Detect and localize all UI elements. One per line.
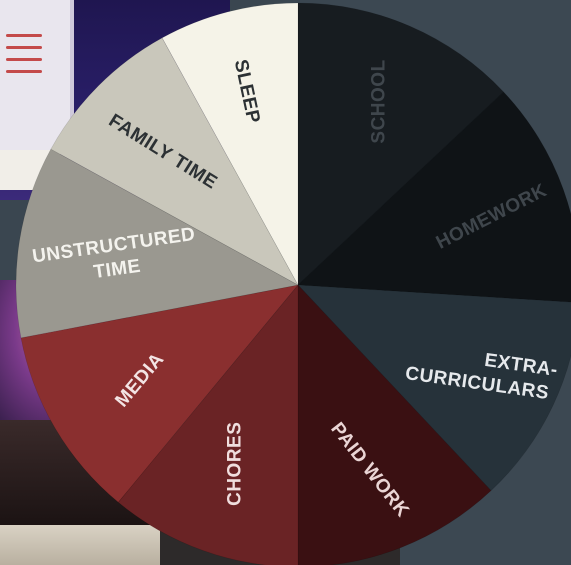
pie-label-chores: CHORES [225,422,246,506]
pie-label-school: SCHOOL [368,59,389,143]
pie-slice-chores [117,284,299,565]
background-slide-screen [0,0,74,150]
slide-line [6,34,42,37]
slide-line [6,58,42,61]
pie-slice-sleep [161,2,299,286]
pie-slice-homework [297,91,571,303]
pie-slice-extra-curriculars [297,284,571,491]
pie-slice-media [20,284,299,503]
pie-slice-unstructured-time [15,148,299,339]
slide-line [6,46,42,49]
pie-slice-family-time [50,37,299,286]
slide-line [6,70,42,73]
pie-slice-paid-work [297,284,492,565]
pie-slice-school [297,2,504,286]
